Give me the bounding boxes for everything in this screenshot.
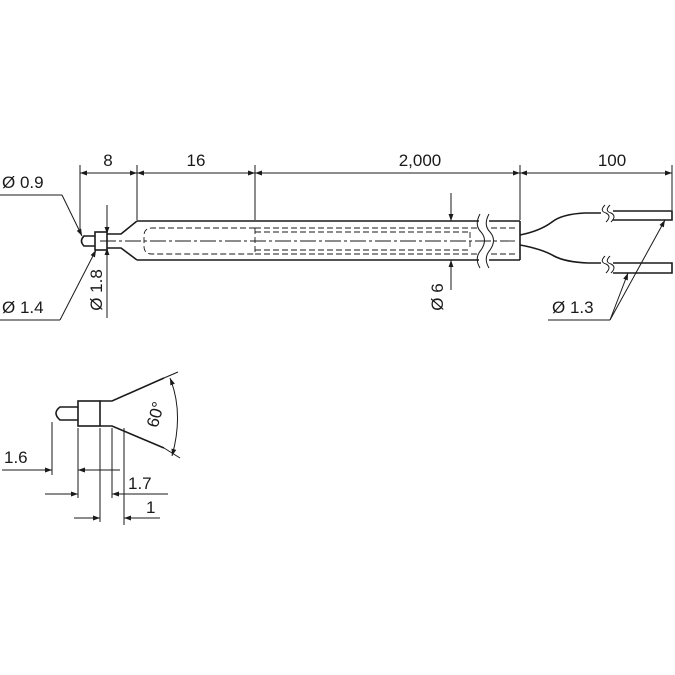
dim-length-sheath: 16	[187, 151, 206, 170]
dim-len-a: 1.6	[4, 448, 28, 467]
lead-wires	[519, 204, 673, 274]
dim-angle: 60°	[143, 400, 168, 430]
dim-dia-tip: Ø 0.9	[2, 173, 44, 192]
angle-dimension	[163, 371, 181, 459]
dia-leads-leader	[548, 219, 666, 321]
detail-tip-outline	[55, 377, 165, 449]
extension-lines	[79, 165, 673, 232]
probe-tip	[80, 220, 138, 261]
dim-dia-step: Ø 1.4	[2, 298, 44, 317]
dim-dia-neck: Ø 1.8	[87, 269, 106, 311]
dim-len-c: 1	[146, 498, 155, 517]
dim-dia-body: Ø 6	[428, 283, 447, 310]
dia-tip-leader	[0, 194, 83, 237]
sensor-body	[137, 213, 521, 269]
dim-length-leads: 100	[598, 151, 626, 170]
detail-extension-lines	[51, 422, 125, 525]
dim-len-b: 1.7	[128, 474, 152, 493]
dim-dia-leads: Ø 1.3	[552, 298, 594, 317]
main-view: 8 16 2,000 100	[0, 151, 673, 321]
dim-length-tip: 8	[103, 151, 112, 170]
dia-step-leader	[0, 249, 97, 321]
dim-length-cable: 2,000	[399, 151, 442, 170]
detail-view: 60° 1.6 1.7 1	[2, 371, 181, 525]
